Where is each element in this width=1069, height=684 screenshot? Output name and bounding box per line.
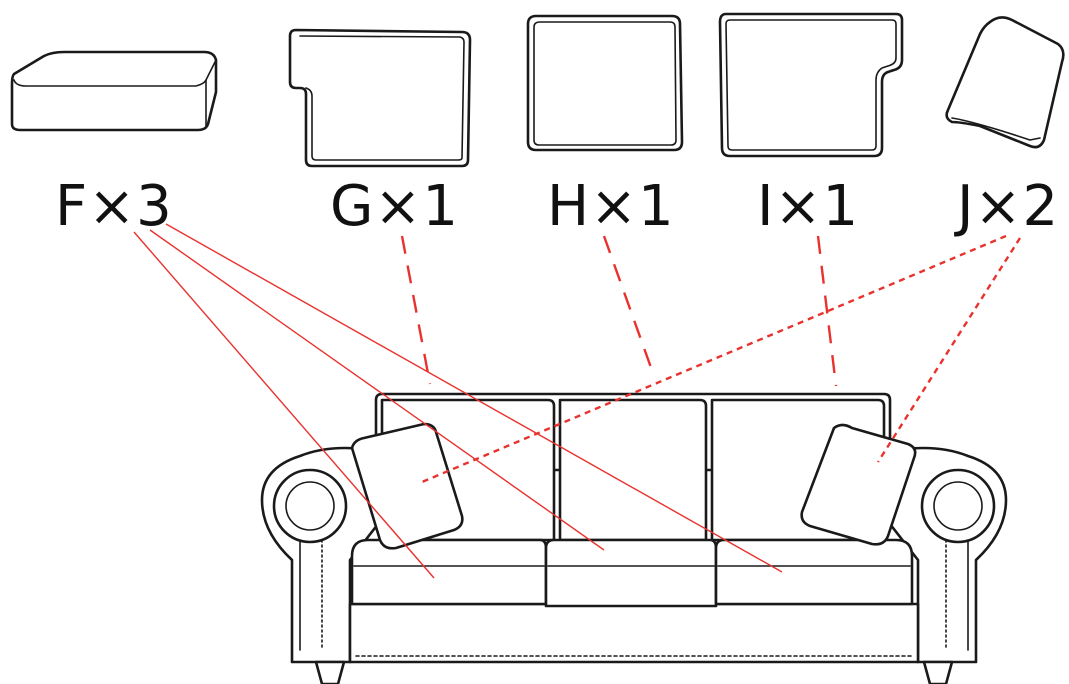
connector-h-back-middle: [602, 235, 656, 377]
connector-f-right-seat: [165, 223, 783, 573]
connector-i-back-right: [816, 235, 838, 387]
part-f-icon: [10, 50, 218, 132]
connector-g-back-left: [400, 235, 432, 385]
part-i-label: I×1: [757, 174, 859, 239]
part-h-icon: [526, 14, 684, 152]
connector-f-left-seat: [133, 231, 435, 579]
part-j-icon: [945, 16, 1065, 149]
connector-lines: [133, 223, 1022, 579]
part-i-icon: [718, 12, 904, 158]
connector-j-right-pillow: [876, 237, 1022, 463]
connector-f-middle-seat: [149, 229, 605, 551]
sofa-illustration: [260, 392, 1008, 684]
part-h-label: H×1: [547, 174, 675, 239]
part-j-label: J×2: [954, 174, 1059, 239]
part-g-label: G×1: [330, 174, 459, 239]
part-g-icon: [288, 28, 472, 168]
part-f-label: F×3: [55, 174, 173, 239]
connector-j-left-pillow: [421, 234, 1007, 484]
